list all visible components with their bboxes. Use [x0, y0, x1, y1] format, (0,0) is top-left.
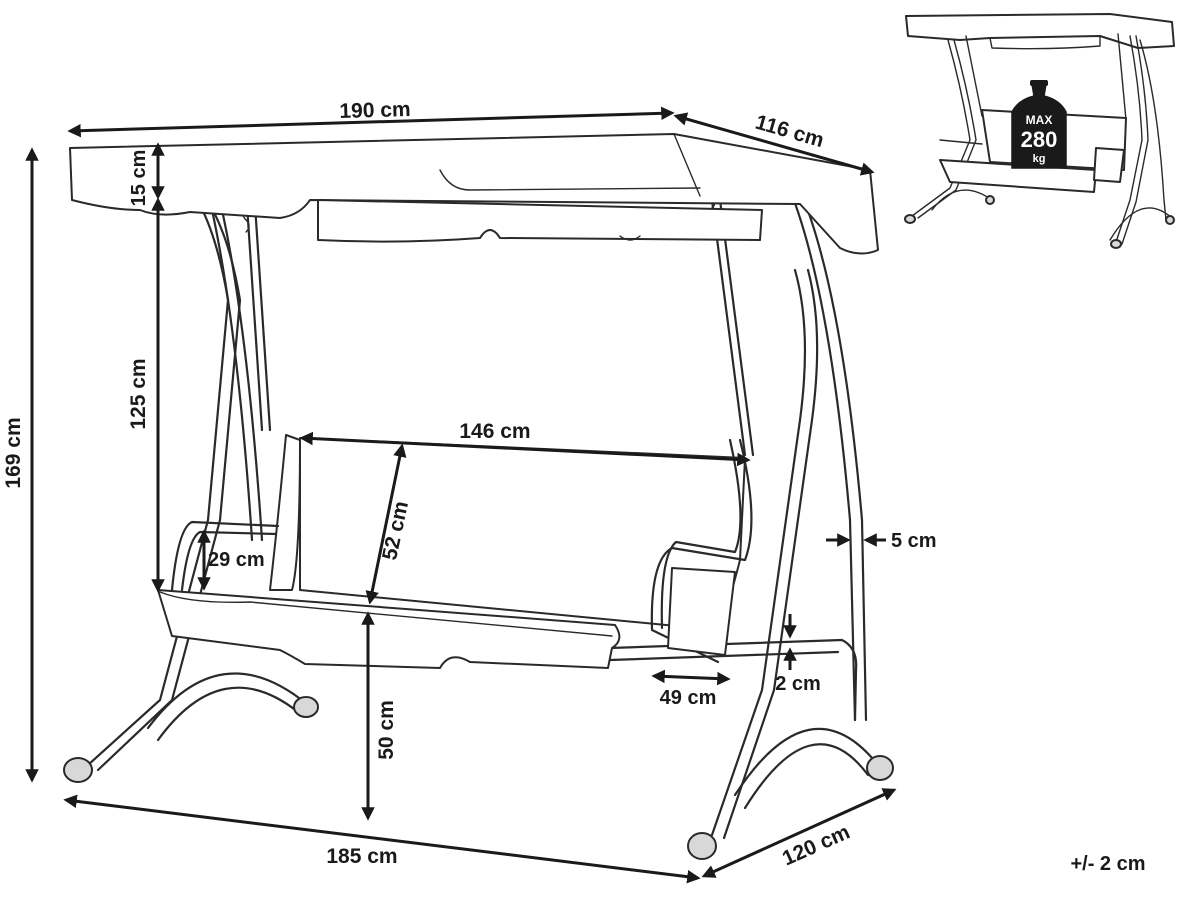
label-canopy-depth: 116 cm — [753, 111, 827, 152]
label-frame-tube: 5 cm — [891, 530, 937, 552]
label-seat-height: 50 cm — [375, 700, 398, 760]
dim-backrest-height-line — [365, 443, 407, 605]
max-load-value: 280 — [1021, 127, 1058, 152]
label-tolerance: +/- 2 cm — [1070, 853, 1145, 875]
swing-illustration — [63, 133, 894, 860]
label-armrest-height: 29 cm — [208, 549, 265, 571]
label-total-height: 169 cm — [2, 417, 25, 488]
dim-base-depth-line — [701, 788, 897, 878]
dim-canopy-depth-line — [673, 112, 875, 176]
inset-thumbnail: MAX 280 kg — [904, 13, 1175, 249]
label-seat-to-canopy: 125 cm — [127, 358, 150, 429]
label-seat-width: 146 cm — [459, 420, 530, 443]
label-armrest-depth: 49 cm — [660, 687, 717, 709]
dim-seat-width-line — [299, 431, 751, 467]
dimension-lines — [25, 106, 897, 884]
label-canopy-width: 190 cm — [339, 98, 411, 123]
dim-base-width-line — [63, 794, 701, 884]
label-seat-clearance: 2 cm — [775, 673, 821, 695]
dim-canopy-width-line — [67, 106, 675, 138]
max-load-unit: kg — [1033, 153, 1046, 165]
label-base-width: 185 cm — [326, 845, 397, 868]
max-load-weight-icon: MAX 280 kg — [1011, 80, 1067, 169]
max-load-prefix: MAX — [1026, 113, 1053, 127]
label-canopy-height: 15 cm — [128, 150, 150, 207]
dim-armrest-depth-line — [651, 669, 731, 686]
label-base-depth: 120 cm — [779, 820, 853, 870]
